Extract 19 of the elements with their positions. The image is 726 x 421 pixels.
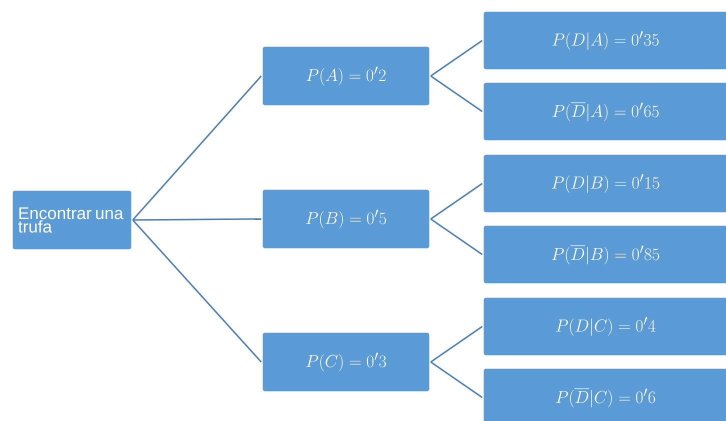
probability-box: $P(\overline{D}|A)=0'65$ xyxy=(482,81,726,142)
probability-box: $P(A)=0'2$ xyxy=(261,45,431,107)
probability-box: $P(D|A)=0'35$ xyxy=(482,10,726,71)
connector-line xyxy=(430,218,483,256)
connector-line xyxy=(132,220,262,362)
connector-line xyxy=(430,40,483,77)
probability-box: $P(D|C)=0'4$ xyxy=(482,296,726,357)
probability-box: $P(\overline{D}|B)=0'85$ xyxy=(482,224,726,285)
connector-line xyxy=(132,76,262,220)
probability-box: $P(D|B)=0'15$ xyxy=(482,153,726,214)
connector-line xyxy=(430,361,483,398)
connector-line xyxy=(430,75,483,112)
connector-line xyxy=(430,326,483,363)
probability-box: $P(\overline{D}|C)=0'6$ xyxy=(482,367,726,421)
connector-line xyxy=(430,182,483,220)
connector-line xyxy=(132,218,262,221)
start-box: Encontrar una trufa xyxy=(11,189,133,251)
probability-box: $P(C)=0'3$ xyxy=(261,331,431,393)
probability-box: $P(B)=0'5$ xyxy=(261,188,431,250)
